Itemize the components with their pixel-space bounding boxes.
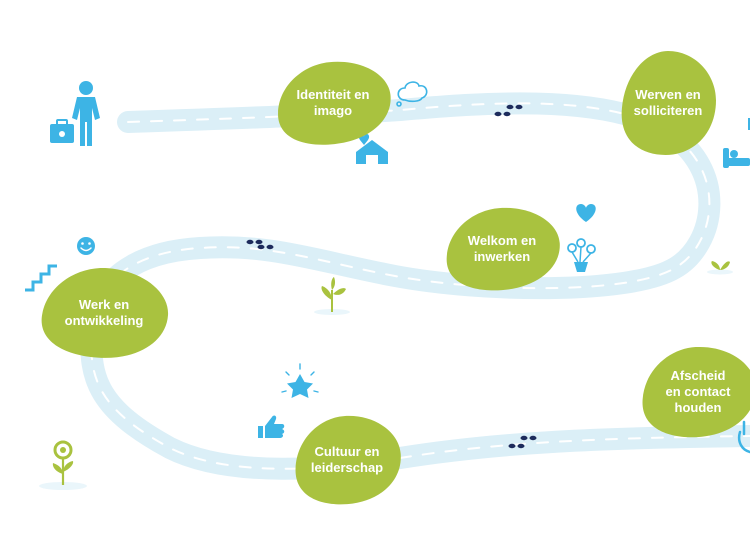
stage-label: Cultuur en <box>315 444 380 459</box>
stage-label: Werk en <box>79 297 129 312</box>
heart-icon <box>576 204 596 222</box>
flower-icon <box>39 440 87 490</box>
star-icon <box>281 363 319 398</box>
stage-label: imago <box>314 103 352 118</box>
footsteps-icon <box>494 104 523 117</box>
stage-blob <box>295 416 401 505</box>
road-center-line <box>90 102 750 470</box>
stage-blob <box>642 347 750 438</box>
thought-cloud-icon <box>396 81 428 107</box>
thumbs-up-icon <box>258 415 285 438</box>
sleeping-person-icon <box>723 118 750 168</box>
stage-blob <box>621 51 716 155</box>
stairs-icon <box>25 264 57 292</box>
footsteps-icon <box>246 239 274 250</box>
home-heart-icon <box>356 133 388 164</box>
stage-label: Werven en <box>635 87 701 102</box>
stage-label: ontwikkeling <box>65 313 144 328</box>
stage-label: houden <box>675 400 722 415</box>
waving-hand-icon <box>737 420 750 454</box>
person-with-suitcase-icon <box>50 81 100 146</box>
stage-blob <box>278 61 391 145</box>
stage-label: en contact <box>665 384 731 399</box>
stage-label: Welkom en <box>468 233 536 248</box>
stage-label: leiderschap <box>311 460 383 475</box>
stage-label: Afscheid <box>671 368 726 383</box>
footsteps-icon <box>508 435 537 449</box>
stage-blob <box>446 207 560 291</box>
flowers-vase-icon <box>567 238 596 272</box>
stage-label: Identiteit en <box>297 87 370 102</box>
smiley-icon <box>77 237 95 255</box>
stage-label: solliciteren <box>634 103 703 118</box>
sprout-icon <box>707 261 733 275</box>
sprout-icon <box>314 277 350 315</box>
stage-label: inwerken <box>474 249 530 264</box>
stage-blob <box>41 268 169 358</box>
